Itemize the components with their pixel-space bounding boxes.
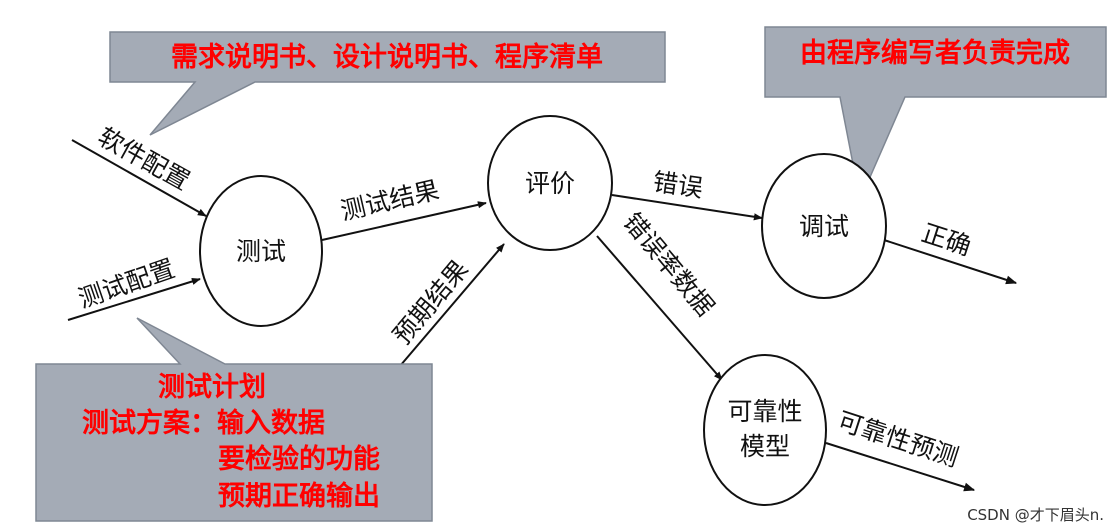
node-test: 测试 bbox=[199, 175, 323, 327]
callout-test-plan-line-2: 测试方案：输入数据 bbox=[82, 407, 325, 439]
edges bbox=[67, 139, 1018, 492]
node-reliability-model: 可靠性 模型 bbox=[703, 354, 827, 506]
edge-errors bbox=[611, 194, 763, 221]
callout-debug-owner-text: 由程序编写者负责完成 bbox=[800, 37, 1070, 69]
label-test-config: 测试配置 bbox=[75, 254, 179, 314]
node-evaluate-label: 评价 bbox=[525, 169, 575, 198]
edge-software-config bbox=[71, 139, 207, 217]
callout-test-plan-line-4: 预期正确输出 bbox=[218, 480, 380, 512]
node-test-label: 测试 bbox=[236, 237, 286, 266]
node-debug-label: 调试 bbox=[799, 212, 849, 241]
watermark: CSDN @才下眉头n. bbox=[967, 506, 1104, 524]
callout-test-plan-line-3: 要检验的功能 bbox=[218, 443, 380, 475]
node-reliability-model-line-2: 模型 bbox=[740, 432, 790, 461]
label-reliability-prediction: 可靠性预测 bbox=[834, 406, 962, 472]
edge-correct bbox=[883, 239, 1018, 285]
edge-error-rate-data bbox=[596, 235, 723, 381]
label-test-results: 测试结果 bbox=[338, 175, 442, 226]
node-debug: 调试 bbox=[761, 153, 887, 299]
label-error-rate-data: 错误率数据 bbox=[617, 207, 720, 321]
node-evaluate: 评价 bbox=[487, 115, 613, 251]
edge-reliability-prediction bbox=[825, 442, 976, 492]
node-test-ellipse bbox=[199, 175, 323, 327]
label-software-config: 软件配置 bbox=[93, 122, 195, 196]
label-expected-results: 预期结果 bbox=[387, 255, 474, 350]
node-reliability-model-ellipse bbox=[703, 354, 827, 506]
callout-debug-owner: 由程序编写者负责完成 bbox=[764, 26, 1107, 203]
callout-config-docs-shape bbox=[109, 31, 666, 136]
callout-debug-owner-shape bbox=[764, 26, 1107, 203]
edge-test-config bbox=[67, 277, 201, 321]
edge-expected-results bbox=[399, 243, 505, 367]
callout-config-docs-text: 需求说明书、设计说明书、程序清单 bbox=[171, 41, 603, 73]
label-errors: 错误 bbox=[651, 167, 705, 203]
node-evaluate-ellipse bbox=[487, 115, 613, 251]
node-reliability-model-line-1: 可靠性 bbox=[727, 397, 802, 426]
node-debug-ellipse bbox=[761, 153, 887, 299]
callout-test-plan-line-1: 测试计划 bbox=[158, 372, 266, 403]
edge-test-results bbox=[321, 201, 487, 241]
callout-test-plan: 测试计划 测试方案：输入数据 要检验的功能 预期正确输出 bbox=[35, 317, 433, 522]
callout-test-plan-shape bbox=[35, 317, 433, 522]
callout-config-docs: 需求说明书、设计说明书、程序清单 bbox=[109, 31, 666, 136]
